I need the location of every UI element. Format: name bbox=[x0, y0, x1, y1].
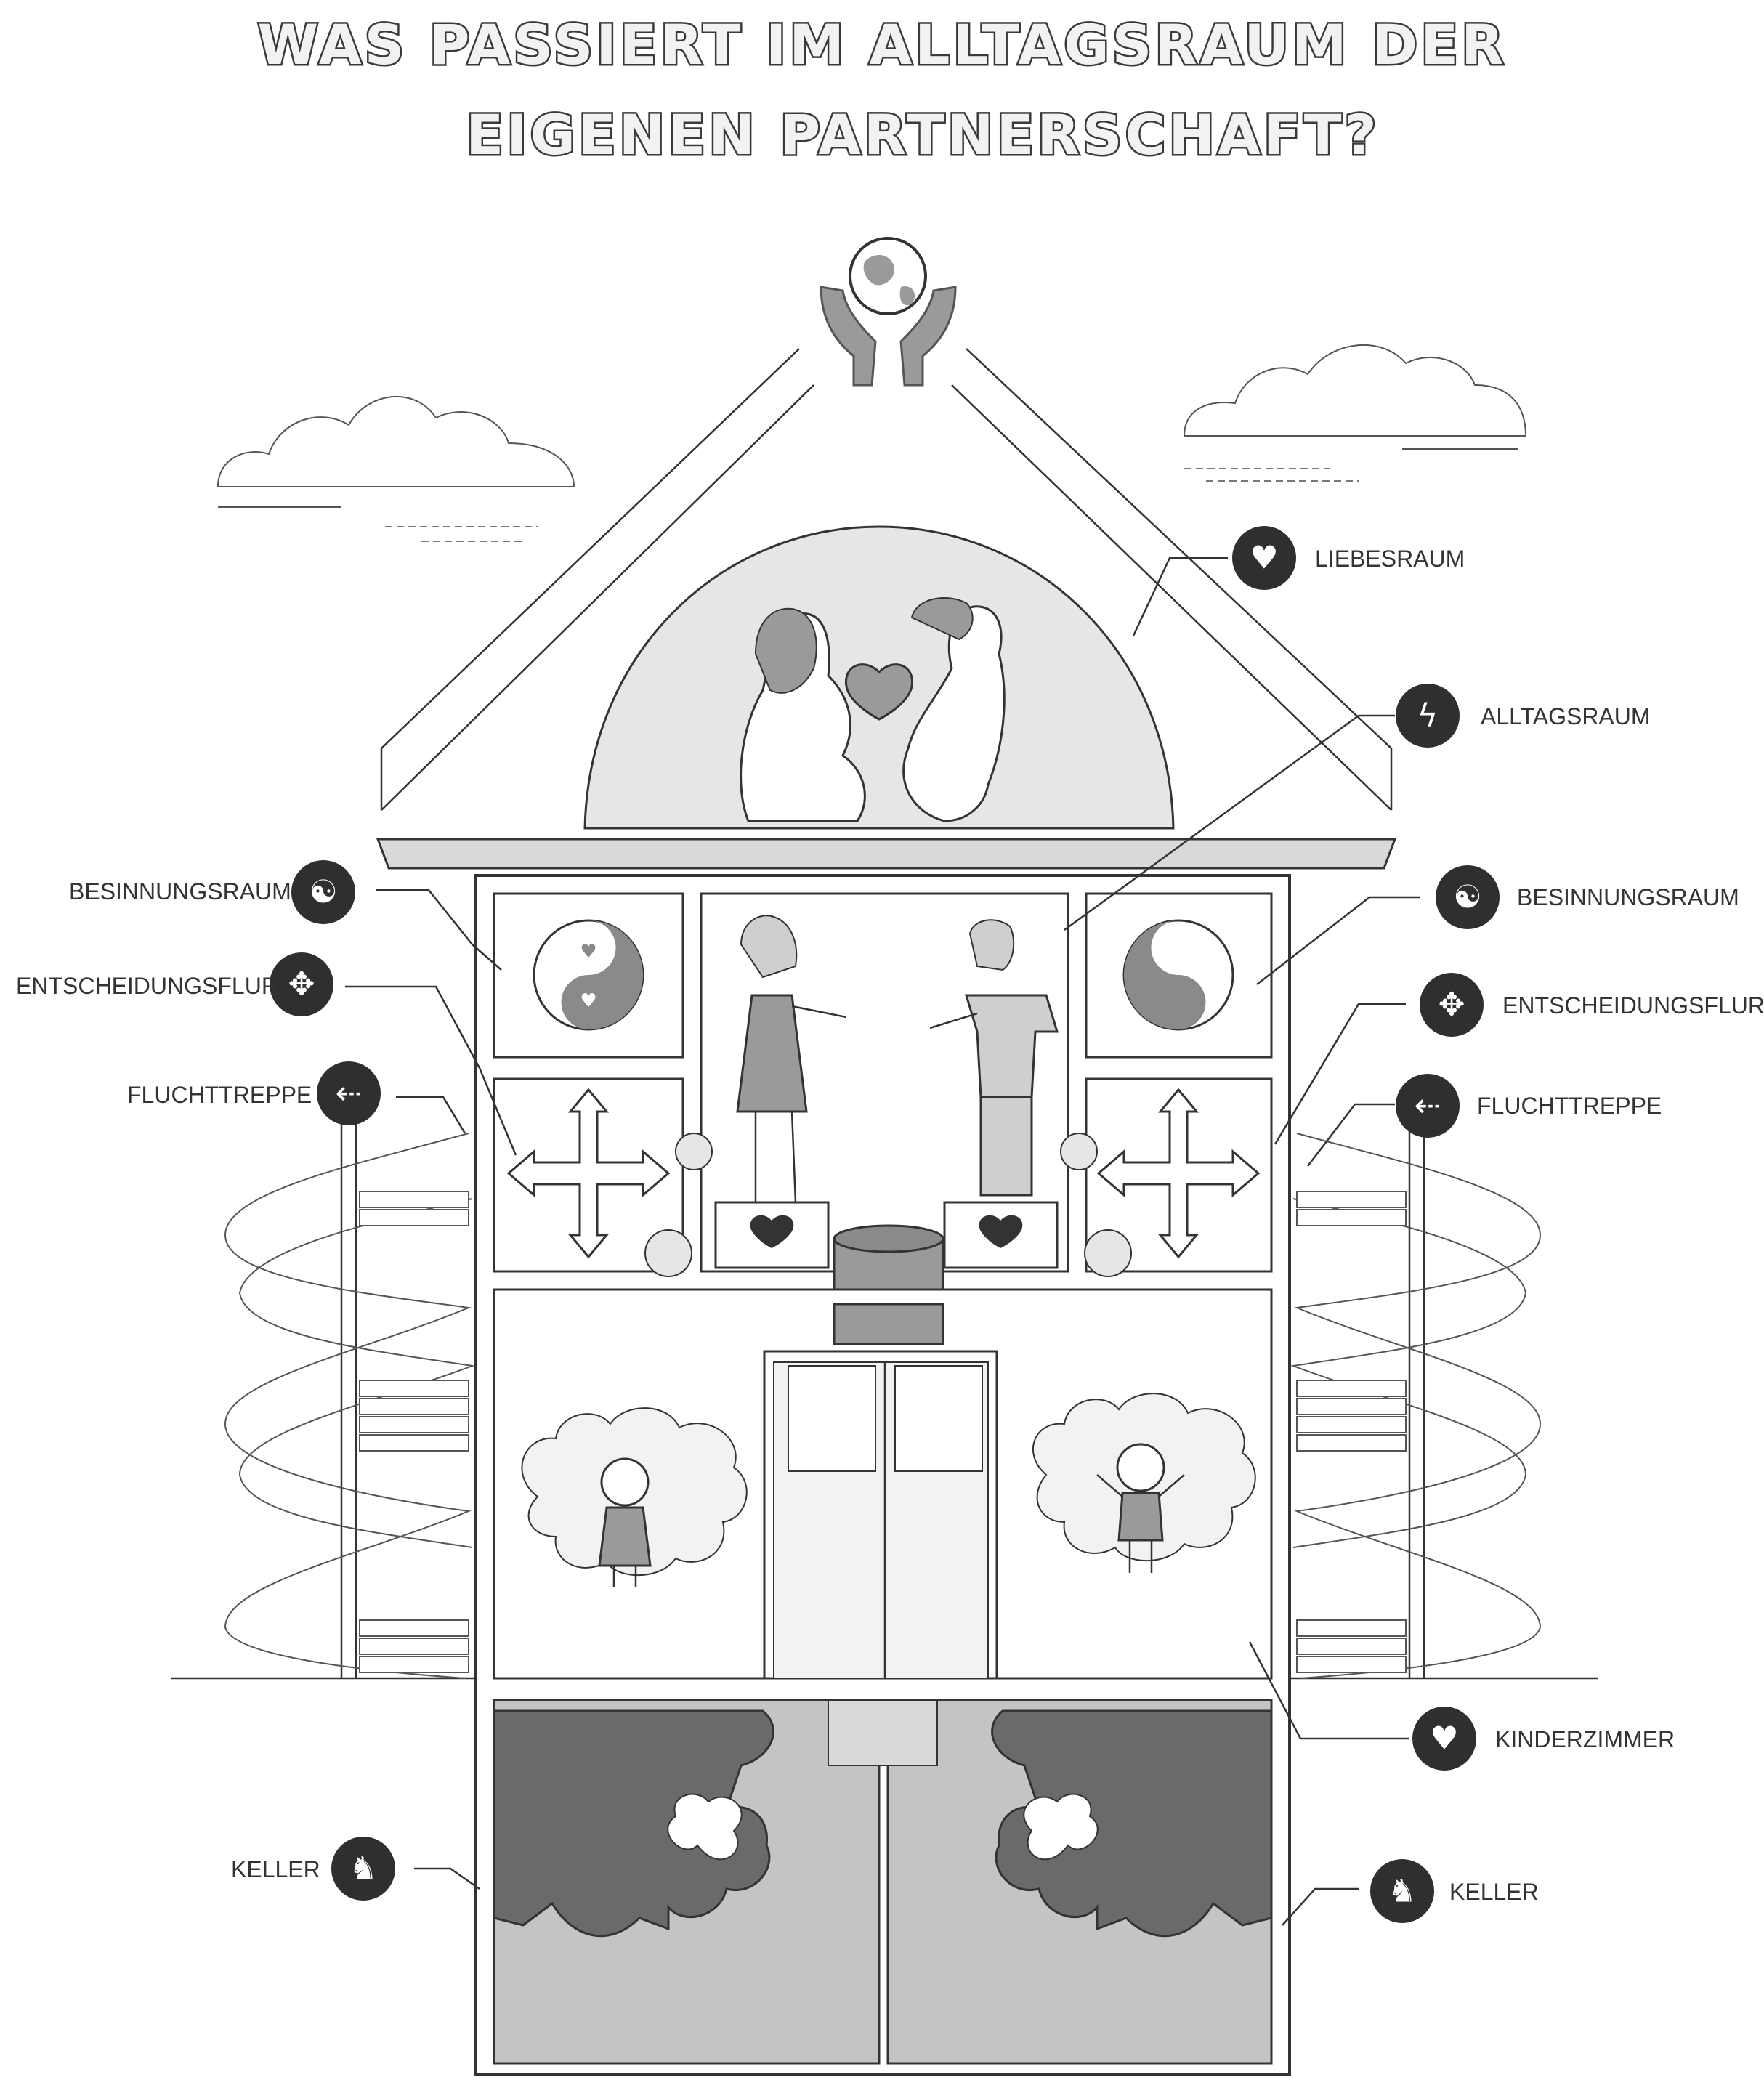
broken-heart-icon: ♥ bbox=[1430, 1720, 1458, 1757]
badge-keller-right: ♞ bbox=[1370, 1859, 1434, 1923]
fluchttreppe-right bbox=[1290, 1112, 1542, 1679]
fluchttreppe-left bbox=[224, 1112, 475, 1679]
dragon-icon-right: ♞ bbox=[1388, 1873, 1416, 1910]
sad-boy-figure bbox=[1096, 1443, 1185, 1573]
four-arrows-icon: ✥ bbox=[288, 966, 315, 1003]
badge-keller-left: ♞ bbox=[331, 1837, 395, 1901]
arguing-woman-figure bbox=[736, 915, 847, 1203]
entscheidungsflur-room-left bbox=[493, 1077, 684, 1273]
loving-couple-figure bbox=[740, 597, 1006, 822]
leader-lines bbox=[345, 557, 1420, 1926]
badge-entscheidungsflur-left: ✥ bbox=[270, 952, 333, 1016]
badge-fluchttreppe-right: ⇠ bbox=[1396, 1074, 1460, 1138]
running-exit-icon: ⇠ bbox=[336, 1075, 363, 1112]
badge-fluchttreppe-left: ⇠ bbox=[317, 1061, 381, 1125]
yin-heart-icon-right: ♥ bbox=[1170, 941, 1186, 963]
label-kinderzimmer: KINDERZIMMER bbox=[1495, 1726, 1675, 1752]
roof bbox=[376, 348, 1397, 870]
yin-yang-icon-right: ☯ bbox=[1453, 879, 1481, 916]
running-exit-icon-right: ⇠ bbox=[1415, 1088, 1441, 1125]
yin-heart-icon: ♥ bbox=[580, 941, 596, 963]
title-line-1: WAS PASSIERT IM ALLTAGSRAUM DER bbox=[257, 12, 1506, 77]
label-entscheidungsflur-left: ENTSCHEIDUNGSFLUR bbox=[16, 973, 278, 999]
besinnungsraum-room-right: ♥ ♥ bbox=[1085, 892, 1273, 1059]
stair-steps-left bbox=[359, 1191, 469, 1673]
yin-yang-icon: ☯ bbox=[309, 874, 337, 911]
sad-girl-figure bbox=[598, 1457, 652, 1587]
heart-chest-right bbox=[943, 1201, 1059, 1269]
title-line-2: EIGENEN PARTNERSCHAFT? bbox=[466, 102, 1379, 167]
stair-steps-right bbox=[1296, 1191, 1407, 1673]
four-arrows-icon-right: ✥ bbox=[1439, 987, 1465, 1024]
label-fluchttreppe-left: FLUCHTTREPPE bbox=[127, 1082, 312, 1108]
yang-heart-icon-right: ♥ bbox=[1170, 990, 1186, 1012]
alltagsraum-room bbox=[700, 892, 1069, 1306]
heart-icon: ♥ bbox=[1250, 540, 1278, 577]
label-keller-left: KELLER bbox=[231, 1856, 320, 1882]
yang-heart-icon: ♥ bbox=[580, 990, 596, 1012]
badge-alltagsraum: ϟ bbox=[1396, 684, 1460, 748]
dragon-left bbox=[493, 1709, 774, 1938]
label-besinnungsraum-right: BESINNUNGSRAUM bbox=[1517, 884, 1739, 910]
label-alltagsraum: ALLTAGSRAUM bbox=[1481, 703, 1651, 729]
label-liebesraum: LIEBESRAUM bbox=[1315, 546, 1465, 572]
label-fluchttreppe-right: FLUCHTTREPPE bbox=[1477, 1093, 1662, 1119]
badge-entscheidungsflur-right: ✥ bbox=[1420, 973, 1484, 1037]
besinnungsraum-room-left: ♥ ♥ bbox=[493, 892, 684, 1059]
heart-chest-left bbox=[714, 1201, 830, 1269]
kinderzimmer-room bbox=[493, 1288, 1273, 1680]
badge-liebesraum: ♥ bbox=[1232, 526, 1296, 590]
label-entscheidungsflur-right: ENTSCHEIDUNGSFLUR bbox=[1502, 992, 1764, 1019]
keller-room bbox=[493, 1699, 1273, 2065]
globe-in-hands-icon bbox=[820, 237, 957, 387]
cloud-left bbox=[217, 395, 575, 542]
badge-besinnungsraum-left: ☯ bbox=[291, 860, 355, 924]
arguing-man-figure bbox=[929, 919, 1059, 1197]
badge-besinnungsraum-right: ☯ bbox=[1436, 865, 1500, 929]
label-keller-right: KELLER bbox=[1449, 1879, 1539, 1905]
cloud-right bbox=[1183, 344, 1527, 482]
liebesraum-dome bbox=[583, 525, 1175, 830]
dragon-right bbox=[991, 1709, 1273, 1938]
badge-kinderzimmer: ♥ bbox=[1412, 1707, 1476, 1771]
dragon-icon: ♞ bbox=[349, 1850, 377, 1887]
lightning-icon: ϟ bbox=[1417, 697, 1438, 735]
label-besinnungsraum-left: BESINNUNGSRAUM bbox=[69, 878, 291, 905]
